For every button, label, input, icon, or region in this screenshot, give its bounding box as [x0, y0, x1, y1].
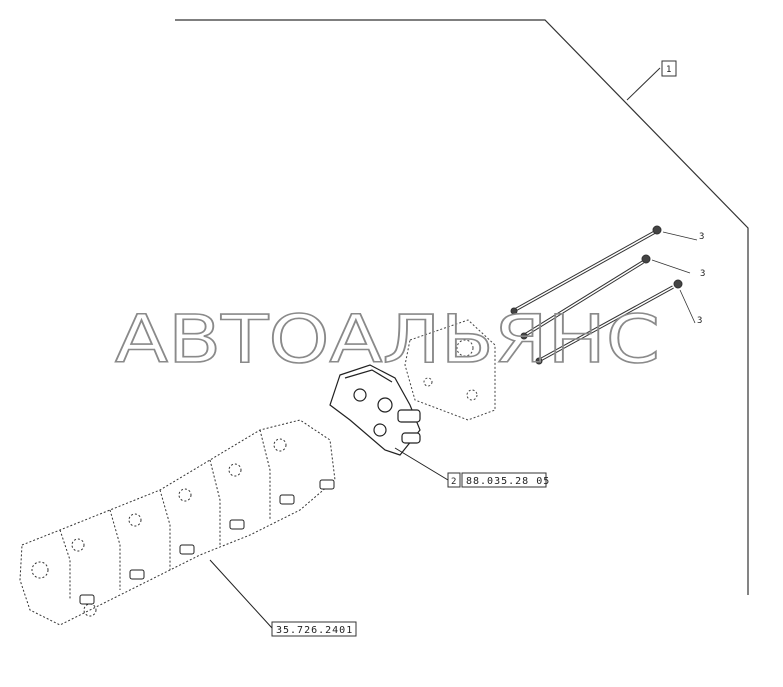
callout-2-reference: 88.035.28 05 [466, 476, 550, 487]
callout-1: 1 [626, 60, 677, 101]
callout-3-label-a: 3 [699, 232, 704, 242]
valve-bank-assembly [19, 419, 336, 626]
callout-3-leaders [651, 231, 698, 324]
end-plate [404, 319, 496, 421]
group-frame [175, 19, 749, 595]
callout-3-label-c: 3 [697, 316, 702, 326]
callout-1-label: 1 [666, 65, 671, 75]
callout-assembly-reference: 35.726.2401 [276, 625, 353, 636]
callout-2: 2 88.035.28 05 [447, 472, 550, 488]
inlet-section [329, 364, 449, 481]
callout-3-label-b: 3 [700, 269, 705, 279]
spool-ends [79, 479, 335, 629]
tie-rods [510, 225, 683, 365]
watermark-text: АВТОАЛЬЯНС [115, 301, 660, 378]
callout-2-label: 2 [451, 477, 456, 487]
callout-assembly: 35.726.2401 [271, 621, 357, 637]
